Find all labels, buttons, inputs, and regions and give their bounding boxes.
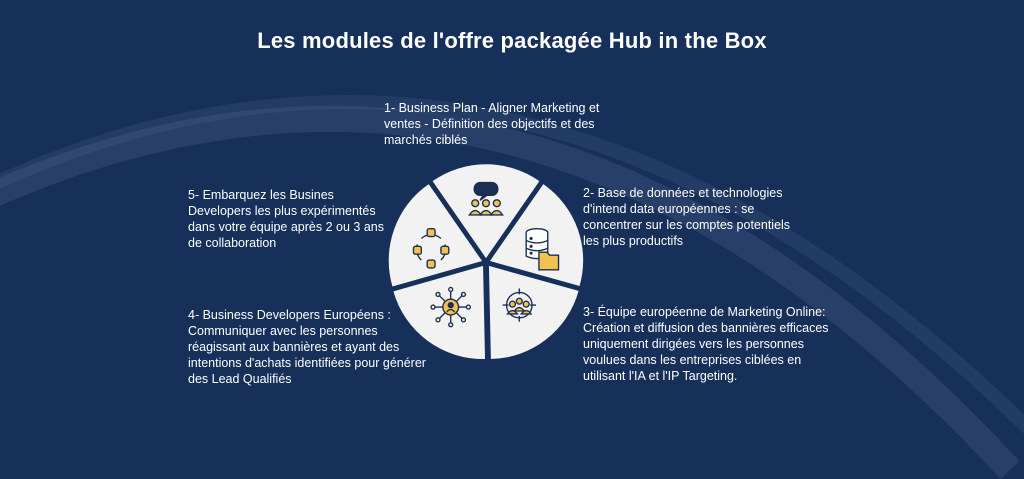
wheel-segments [388, 164, 584, 360]
database-folder-icon [525, 227, 560, 271]
module-4-text: 4- Business Developers Européens : Commu… [188, 308, 426, 386]
page-title: Les modules de l'offre packagée Hub in t… [257, 28, 767, 53]
network-user-icon [430, 286, 472, 328]
wheel-segment-3 [488, 265, 579, 360]
module-3-text: 3- Équipe européenne de Marketing Online… [583, 305, 829, 383]
team-cycle-icon [412, 227, 450, 269]
wheel-segment-4 [393, 265, 486, 360]
target-audience-icon [502, 288, 536, 322]
team-discussion-icon [468, 181, 504, 216]
module-wheel [388, 164, 584, 360]
module-1-text: 1- Business Plan - Aligner Marketing et … [384, 101, 600, 147]
module-5-text: 5- Embarquez les Busines Developers les … [188, 188, 384, 250]
module-2-text: 2- Base de données et technologies d'int… [583, 186, 791, 248]
